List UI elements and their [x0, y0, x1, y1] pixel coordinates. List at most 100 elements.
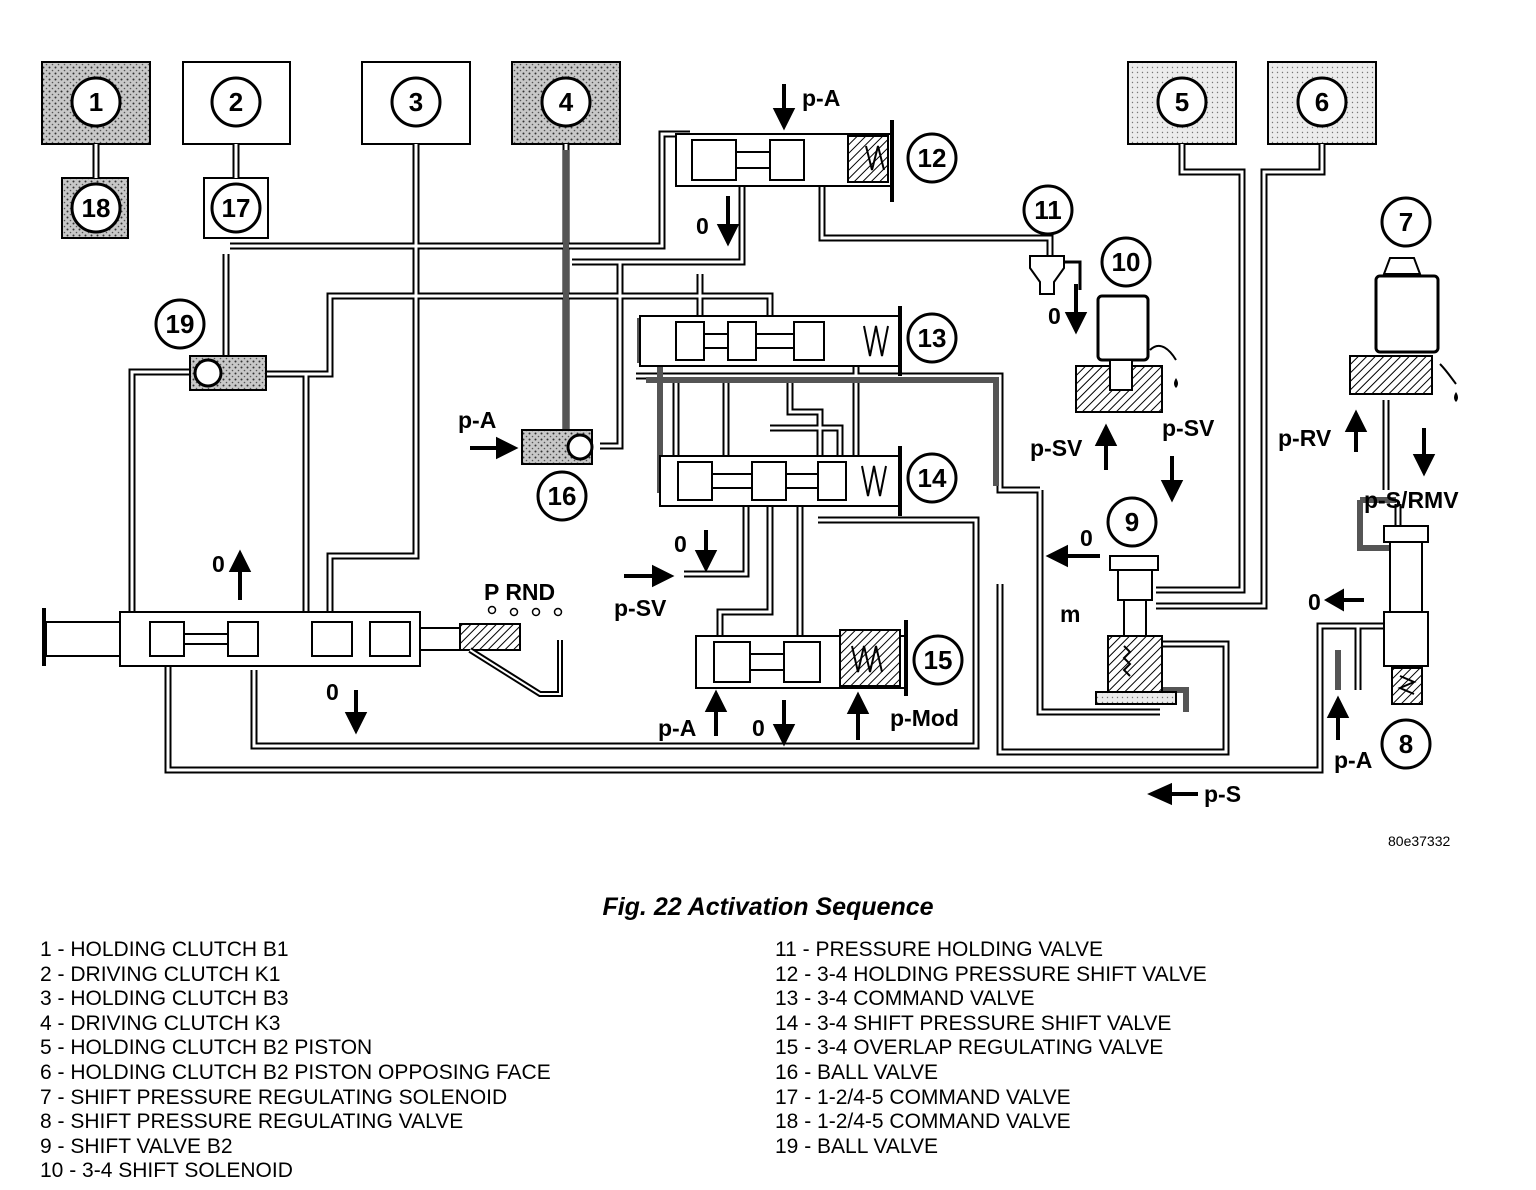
callout-4: 4: [540, 76, 592, 128]
legend-label: 1-2/4-5 COMMAND VALVE: [817, 1110, 1071, 1134]
legend-label: HOLDING CLUTCH B2 PISTON OPPOSING FACE: [70, 1060, 551, 1084]
legend-number: 12: [775, 962, 799, 986]
hydraulic-schematic: 1 2 3 4 5 6 7 8 9 10 11 12: [41, 61, 1459, 849]
legend-number: 6: [40, 1060, 52, 1084]
label-p-sv-right: p-SV: [1162, 415, 1215, 441]
legend-label: 1-2/4-5 COMMAND VALVE: [817, 1085, 1071, 1109]
legend-label: 3-4 OVERLAP REGULATING VALVE: [817, 1036, 1164, 1060]
label-zero-14: 0: [674, 531, 687, 557]
label-zero-manual: 0: [212, 551, 225, 577]
callout-14: 14: [906, 452, 958, 504]
legend-label: 3-4 HOLDING PRESSURE SHIFT VALVE: [817, 962, 1207, 986]
label-p-s-rmv: p-S/RMV: [1364, 487, 1459, 513]
label-zero-bottom: 0: [326, 679, 339, 705]
legend-number: 7: [40, 1085, 52, 1109]
legend-item-14: 14 - 3-4 SHIFT PRESSURE SHIFT VALVE: [775, 1011, 1172, 1035]
pressure-labels: p-A 0 0 p-A p-SV p-SV p-RV p-S/RMV 0 0 0…: [212, 85, 1459, 849]
svg-text:18: 18: [82, 193, 111, 223]
callout-6: 6: [1296, 76, 1348, 128]
regulating-valve-8: [1383, 525, 1429, 705]
label-zero-8: 0: [1308, 589, 1321, 615]
label-zero-12: 0: [696, 213, 709, 239]
legend-label: 3-4 SHIFT SOLENOID: [82, 1159, 293, 1183]
label-p-a-16: p-A: [458, 407, 496, 433]
legend-number: 11: [775, 938, 797, 961]
legend-label: HOLDING CLUTCH B1: [70, 938, 289, 961]
legend-item-9: 9 - SHIFT VALVE B2: [40, 1134, 233, 1158]
legend-label: SHIFT PRESSURE REGULATING SOLENOID: [70, 1085, 508, 1109]
callout-7: 7: [1380, 196, 1432, 248]
legend-number: 10: [40, 1159, 64, 1183]
legend-number: 13: [775, 987, 799, 1011]
legend-label: 3-4 COMMAND VALVE: [817, 987, 1035, 1011]
legend-item-16: 16 - BALL VALVE: [775, 1060, 939, 1084]
legend-number: 9: [40, 1134, 52, 1158]
legend-label: 3-4 SHIFT PRESSURE SHIFT VALVE: [817, 1011, 1172, 1035]
svg-text:16: 16: [548, 481, 577, 511]
legend-number: 3: [40, 987, 52, 1011]
valve-13-body: [639, 306, 902, 376]
svg-text:7: 7: [1399, 207, 1413, 237]
callout-16: 16: [536, 470, 588, 522]
legend-label: DRIVING CLUTCH K3: [70, 1011, 281, 1035]
callout-17: 17: [210, 182, 262, 234]
solenoid-10: [1075, 294, 1178, 413]
figure-reference: 80e37332: [1388, 833, 1451, 849]
figure-caption: Fig. 22 Activation Sequence: [602, 893, 934, 921]
legend-number: 8: [40, 1110, 52, 1134]
legend-number: 4: [40, 1011, 52, 1035]
legend-item-12: 12 - 3-4 HOLDING PRESSURE SHIFT VALVE: [775, 962, 1207, 986]
legend-label: HOLDING CLUTCH B3: [70, 987, 289, 1011]
legend-label: SHIFT VALVE B2: [70, 1134, 233, 1158]
callout-1: 1: [70, 76, 122, 128]
legend-number: 14: [775, 1011, 799, 1035]
svg-text:13: 13: [918, 323, 947, 353]
legend-item-17: 17 - 1-2/4-5 COMMAND VALVE: [775, 1085, 1071, 1109]
callout-13: 13: [906, 312, 958, 364]
svg-text:5: 5: [1175, 87, 1189, 117]
callout-11: 11: [1022, 184, 1074, 236]
legend-number: 19: [775, 1134, 799, 1158]
flow-arrows: [228, 84, 1436, 806]
legend-item-8: 8 - SHIFT PRESSURE REGULATING VALVE: [40, 1110, 464, 1134]
legend-label: BALL VALVE: [817, 1134, 939, 1158]
legend-item-15: 15 - 3-4 OVERLAP REGULATING VALVE: [775, 1036, 1164, 1060]
valve-15-body: [695, 620, 908, 696]
callout-12: 12: [906, 132, 958, 184]
pressurised-lines: [563, 150, 1400, 712]
label-selector: P RND: [484, 579, 555, 605]
legend-item-1: 1 - HOLDING CLUTCH B1: [40, 938, 289, 961]
ball-valve-16: [521, 429, 594, 465]
svg-text:17: 17: [222, 193, 251, 223]
svg-text:10: 10: [1112, 247, 1141, 277]
label-p-a-8: p-A: [1334, 747, 1372, 773]
legend-item-5: 5 - HOLDING CLUTCH B2 PISTON: [40, 1036, 373, 1060]
pressure-holding-valve-11: [1029, 255, 1082, 295]
solenoid-7: [1349, 257, 1458, 402]
callout-3: 3: [390, 76, 442, 128]
legend-label: DRIVING CLUTCH K1: [70, 962, 281, 986]
legend-item-4: 4 - DRIVING CLUTCH K3: [40, 1011, 281, 1035]
label-zero-9: 0: [1080, 525, 1093, 551]
svg-text:3: 3: [409, 87, 423, 117]
legend-item-11: 11 - PRESSURE HOLDING VALVE: [775, 938, 1103, 961]
svg-text:12: 12: [918, 143, 947, 173]
legend-item-10: 10 - 3-4 SHIFT SOLENOID: [40, 1159, 293, 1183]
svg-text:2: 2: [229, 87, 243, 117]
svg-text:4: 4: [559, 87, 574, 117]
legend-label: SHIFT PRESSURE REGULATING VALVE: [70, 1110, 464, 1134]
svg-text:6: 6: [1315, 87, 1329, 117]
callout-18: 18: [70, 182, 122, 234]
valve-12-body: [675, 120, 894, 202]
legend-item-13: 13 - 3-4 COMMAND VALVE: [775, 987, 1035, 1011]
label-zero-11: 0: [1048, 303, 1061, 329]
legend-label: BALL VALVE: [817, 1060, 939, 1084]
callout-8: 8: [1380, 718, 1432, 770]
legend-number: 2: [40, 962, 52, 986]
legend-item-19: 19 - BALL VALVE: [775, 1134, 939, 1158]
manual-valve: [42, 605, 563, 697]
label-zero-15: 0: [752, 715, 765, 741]
svg-text:19: 19: [166, 309, 195, 339]
legend-number: 1: [40, 938, 52, 961]
